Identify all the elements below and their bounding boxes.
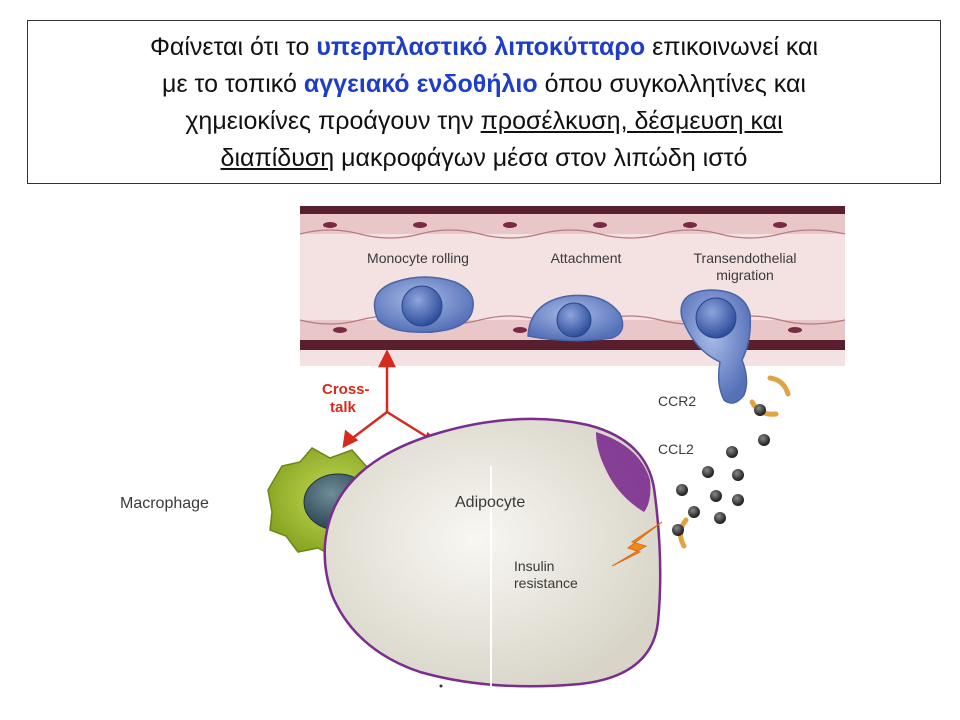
caption-highlight-endothelium: αγγειακό ενδοθήλιο [303,70,538,98]
caption-line-1: Φαίνεται ότι το υπερπλαστικό λιποκύτταρο… [28,29,940,66]
ccl2-dot [732,494,744,506]
label-transendothelial: Transendothelial [694,250,797,266]
adipocyte-cell [323,417,662,690]
label-ccl2: CCL2 [658,441,694,457]
caption-highlight-adipocyte: υπερπλαστικό λιποκύτταρο [316,33,646,61]
caption-line-2: με το τοπικό αγγειακό ενδοθήλιο όπου συγ… [28,66,940,103]
caption-underline-1: προσέλκυση, δέσμευση και [480,107,783,135]
ccr2-receptor-2 [767,375,791,397]
blood-vessel [299,206,846,366]
ccl2-dot [726,446,738,458]
ccl2-dot [676,484,688,496]
adipocyte-nucleus [596,432,651,512]
arrow-head-macrophage [342,429,359,449]
caption-line-4: διαπίδυση μακροφάγων μέσα στον λιπώδη ισ… [28,140,940,177]
caption-line-4-post: μακροφάγων μέσα στον λιπώδη ιστό [334,144,748,172]
monocyte-rolling-cell [373,276,474,333]
caption-text: Φαίνεται ότι το υπερπλαστικό λιποκύτταρο… [28,29,940,177]
label-ccr2: CCR2 [658,393,696,409]
monocyte-attached-cell [527,294,624,342]
ccl2-dot [688,506,700,518]
vessel-wall-bottom [300,340,845,350]
arrow-to-macrophage [349,411,388,441]
dot-mark [439,684,443,688]
label-cross: Cross- [322,381,370,398]
caption-line-2-pre: με το τοπικό [162,70,304,98]
ccl2-dot [672,524,684,536]
ccl2-dot [732,469,744,481]
arrow-head-vessel [377,349,397,368]
ccl2-chemokines [672,404,770,536]
label-attachment: Attachment [551,250,622,266]
caption-line-1-post: επικοινωνεί και [645,33,819,61]
label-migration: migration [716,267,774,283]
monocyte-migrating-cell [680,289,752,404]
label-insulin: Insulin [514,558,554,574]
ccl2-dot [754,404,766,416]
caption-line-2-post: όπου συγκολλητίνες και [537,70,806,98]
label-talk: talk [330,399,357,416]
ccl2-dot [758,434,770,446]
ccl2-dot [714,512,726,524]
caption-line-1-pre: Φαίνεται ότι το [149,33,317,61]
endothelium-top [300,214,845,234]
label-monocyte-rolling: Monocyte rolling [367,250,469,266]
ccl2-dot [710,490,722,502]
vessel-wall-top [300,206,845,214]
caption-underline-2: διαπίδυση [220,144,335,172]
label-resistance: resistance [514,575,578,591]
caption-box: Φαίνεται ότι το υπερπλαστικό λιποκύτταρο… [27,20,941,184]
ccl2-dot [702,466,714,478]
caption-line-3-pre: χημειοκίνες προάγουν την [185,107,481,135]
arrow-to-adipocyte [386,410,433,442]
label-macrophage: Macrophage [120,495,209,512]
cross-talk-arrows [342,349,444,449]
lightning-icon [611,521,663,567]
label-adipocyte: Adipocyte [455,494,525,511]
caption-line-3: χημειοκίνες προάγουν την προσέλκυση, δέσ… [28,103,940,140]
